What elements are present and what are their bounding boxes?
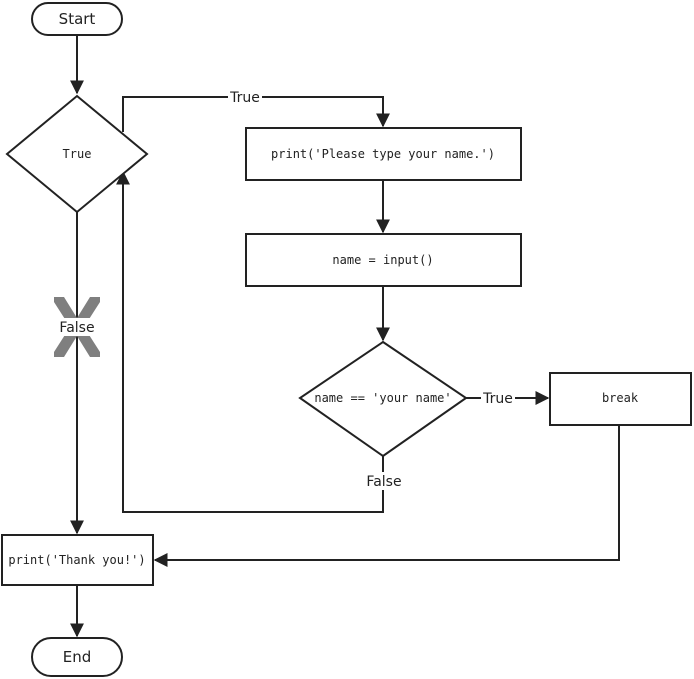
check-true-label: True — [482, 391, 513, 407]
name-check-diamond: name == 'your name' — [298, 340, 468, 458]
loop-condition-label: True — [63, 147, 92, 161]
end-node: End — [31, 637, 123, 677]
print-thanks-label: print('Thank you!') — [8, 553, 145, 567]
loop-true-edge-label: True — [228, 88, 262, 106]
break-label: break — [602, 391, 639, 405]
loop-true-label: True — [229, 90, 260, 106]
print-prompt-node: print('Please type your name.') — [245, 127, 522, 181]
loop-condition-diamond: True — [5, 94, 149, 214]
edge-check-false — [116, 170, 384, 513]
print-thanks-node: print('Thank you!') — [1, 534, 154, 586]
break-node: break — [549, 372, 692, 426]
loop-false-label: False — [59, 320, 94, 336]
loop-false-edge-label: False — [55, 318, 99, 336]
check-true-edge-label: True — [481, 389, 515, 407]
assign-input-node: name = input() — [245, 233, 522, 287]
print-prompt-label: print('Please type your name.') — [271, 147, 495, 161]
edge-break-to-thanks — [153, 425, 620, 567]
end-label: End — [63, 648, 92, 666]
check-false-edge-label: False — [363, 472, 405, 490]
start-label: Start — [59, 10, 96, 28]
start-node: Start — [31, 2, 123, 36]
assign-input-label: name = input() — [332, 253, 433, 267]
check-false-label: False — [366, 474, 401, 490]
name-check-label: name == 'your name' — [314, 391, 451, 405]
